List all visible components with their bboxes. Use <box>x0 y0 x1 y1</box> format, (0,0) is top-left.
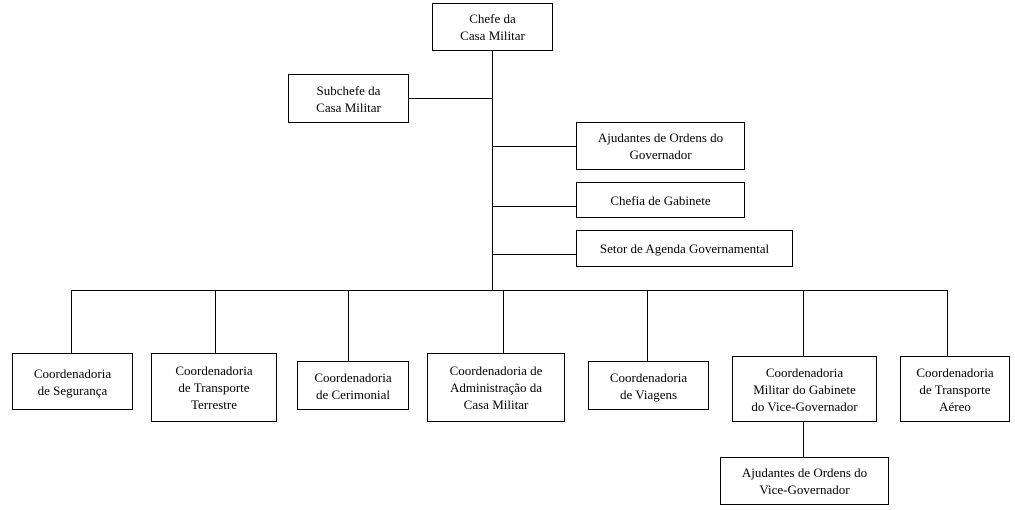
box-subchefe: Subchefe da Casa Militar <box>288 74 409 123</box>
box-chefe: Chefe da Casa Militar <box>432 3 553 51</box>
box-ajudantes-governador: Ajudantes de Ordens do Governador <box>576 122 745 170</box>
box-coord-militar-vice: Coordenadoria Militar do Gabinete do Vic… <box>732 356 877 422</box>
box-coord-administracao: Coordenadoria de Administração da Casa M… <box>427 353 565 422</box>
box-coord-transporte-aereo: Coordenadoria de Transporte Aéreo <box>900 356 1010 422</box>
box-coord-seguranca: Coordenadoria de Segurança <box>12 353 133 410</box>
box-chefia-gabinete: Chefia de Gabinete <box>576 182 745 218</box>
box-ajudantes-vice: Ajudantes de Ordens do Vice-Governador <box>720 457 889 505</box>
box-coord-cerimonial: Coordenadoria de Cerimonial <box>297 361 409 410</box>
box-setor-agenda: Setor de Agenda Governamental <box>576 230 793 267</box>
box-coord-transporte-terrestre: Coordenadoria de Transporte Terrestre <box>151 353 277 422</box>
box-coord-viagens: Coordenadoria de Viagens <box>588 361 709 410</box>
